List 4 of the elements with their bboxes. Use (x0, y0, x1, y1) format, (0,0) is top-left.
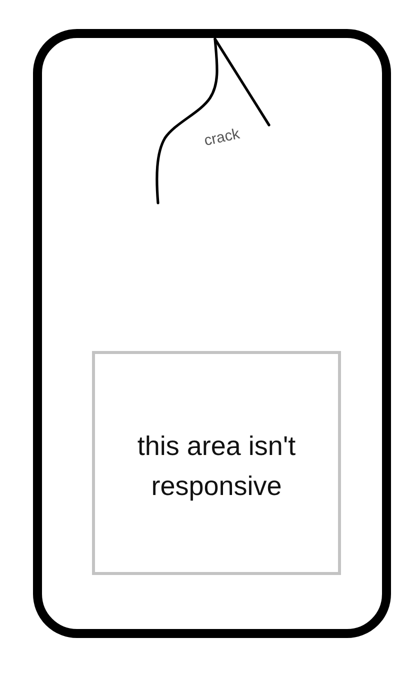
notice-box (92, 351, 341, 575)
phone-outline (33, 29, 391, 638)
note-text: this area isn't responsive (136, 430, 297, 503)
crack-label: crack (202, 125, 242, 150)
